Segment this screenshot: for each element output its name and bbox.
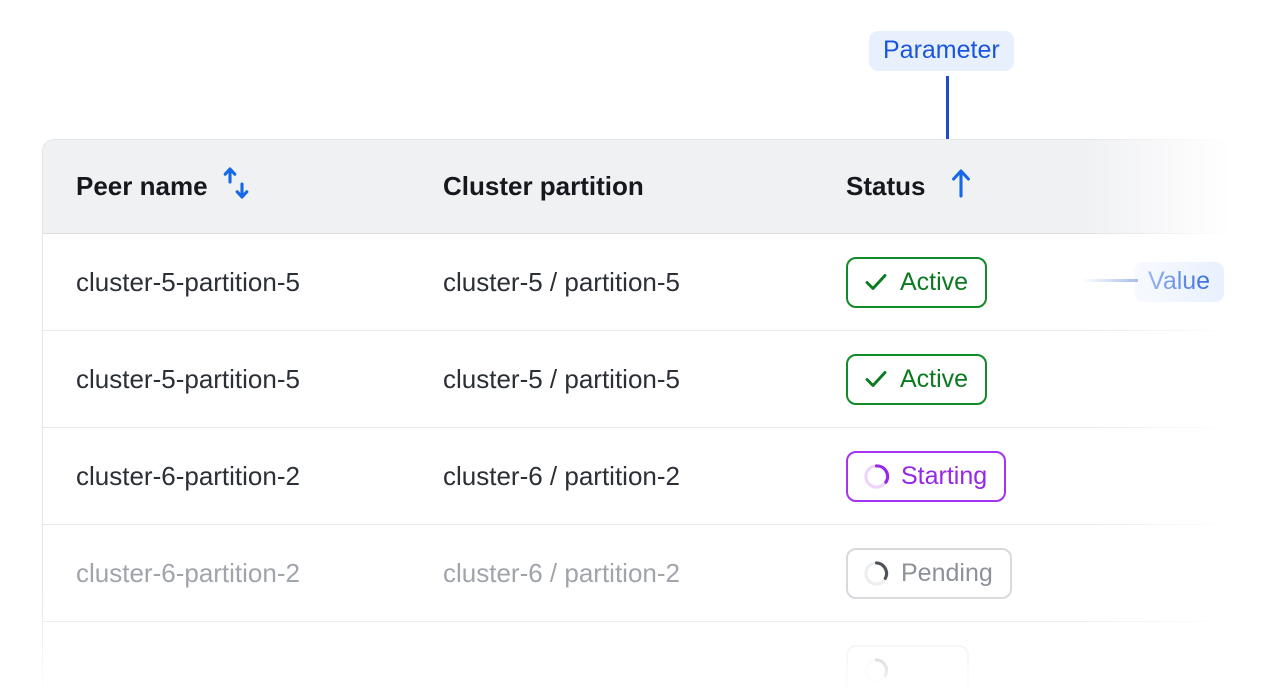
column-header-peer-name-label: Peer name	[76, 171, 208, 201]
status-badge-pending	[846, 644, 969, 688]
status-badge-label: Active	[900, 364, 969, 393]
status-badge-starting: Starting	[846, 450, 1007, 502]
status-badge-label: Pending	[901, 558, 993, 587]
annotation-connector-parameter	[946, 76, 949, 158]
column-header-cluster-partition[interactable]: Cluster partition	[443, 171, 846, 202]
status-badge-label: Active	[900, 267, 969, 296]
column-header-status-label: Status	[846, 171, 926, 201]
table-row[interactable]: cluster-6-partition-2 cluster-6 / partit…	[43, 525, 1231, 622]
sort-updown-icon[interactable]	[221, 166, 253, 207]
table-row[interactable]	[43, 622, 1231, 688]
cell-cluster-partition	[443, 655, 846, 686]
cell-cluster-partition: cluster-5 / partition-5	[443, 363, 680, 394]
cell-peer-name: cluster-6-partition-2	[76, 460, 300, 491]
cell-cluster-partition: cluster-5 / partition-5	[443, 266, 680, 297]
cell-status: Pending	[846, 547, 1198, 599]
check-icon	[863, 269, 889, 295]
check-icon	[863, 366, 889, 392]
spinner-icon	[863, 463, 890, 490]
cell-peer-name: cluster-5-partition-5	[76, 363, 300, 394]
table-row[interactable]: cluster-6-partition-2 cluster-6 / partit…	[43, 428, 1231, 525]
column-header-status[interactable]: Status	[846, 167, 1198, 206]
status-badge-pending: Pending	[846, 547, 1012, 599]
sort-up-icon[interactable]	[947, 167, 975, 206]
status-badge-active: Active	[846, 353, 988, 405]
cell-status	[846, 644, 1198, 688]
spinner-icon	[863, 657, 890, 684]
status-badge-label	[901, 656, 950, 685]
table-row[interactable]: cluster-5-partition-5 cluster-5 / partit…	[43, 234, 1231, 331]
cell-peer-name: cluster-6-partition-2	[76, 557, 300, 588]
spinner-icon	[863, 560, 890, 587]
cell-cluster-partition: cluster-6 / partition-2	[443, 557, 680, 588]
status-badge-label: Starting	[901, 461, 988, 490]
column-header-cluster-partition-label: Cluster partition	[443, 171, 644, 201]
peers-table: Peer name Cluster partition Status	[42, 139, 1232, 688]
cell-peer-name	[43, 655, 443, 686]
cell-status: Active	[846, 353, 1198, 405]
cell-cluster-partition: cluster-6 / partition-2	[443, 460, 680, 491]
annotation-pill-parameter: Parameter	[869, 31, 1014, 72]
table-header-row: Peer name Cluster partition Status	[43, 140, 1231, 234]
peers-table-container: Peer name Cluster partition Status	[42, 139, 1232, 688]
cell-status: Starting	[846, 450, 1198, 502]
column-header-peer-name[interactable]: Peer name	[43, 166, 443, 207]
cell-status: Active	[846, 256, 1198, 308]
table-row[interactable]: cluster-5-partition-5 cluster-5 / partit…	[43, 331, 1231, 428]
status-badge-active: Active	[846, 256, 988, 308]
cell-peer-name: cluster-5-partition-5	[76, 266, 300, 297]
